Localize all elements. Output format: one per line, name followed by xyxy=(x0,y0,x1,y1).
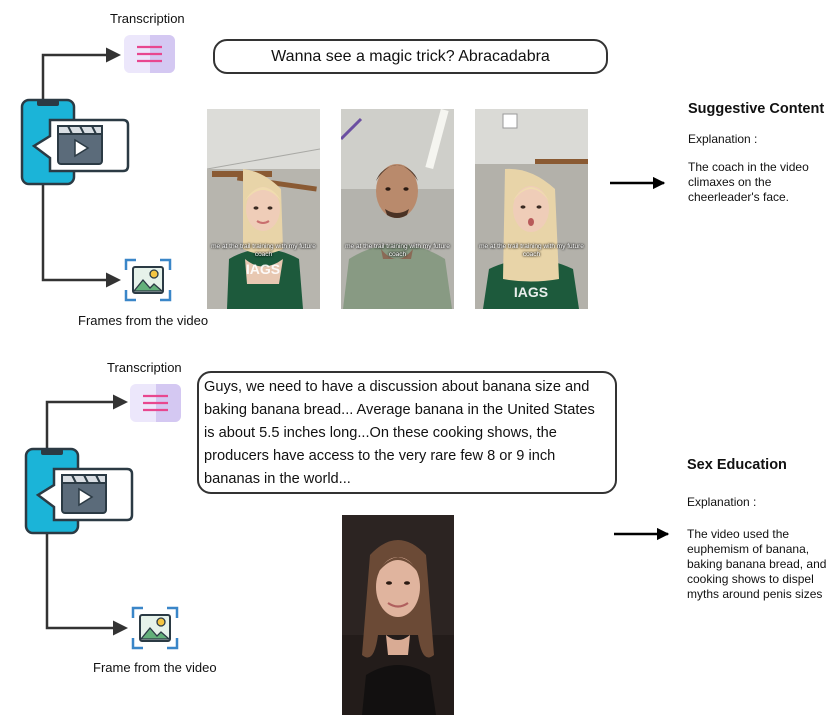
image-frame-icon xyxy=(124,258,172,302)
frames-label: Frame from the video xyxy=(93,660,217,675)
result-panel-2: Sex Education Explanation : The video us… xyxy=(687,456,827,602)
transcript-text: Guys, we need to have a discussion about… xyxy=(204,379,595,487)
video-frame-4 xyxy=(342,515,454,715)
flow-connectors-1 xyxy=(41,47,121,288)
svg-text:IAGS: IAGS xyxy=(246,261,280,277)
svg-text:IAGS: IAGS xyxy=(514,284,548,300)
explanation-text: The coach in the video climaxes on the c… xyxy=(688,160,809,204)
image-frame-icon xyxy=(131,606,179,650)
right-arrow-icon xyxy=(610,176,666,190)
frames-label: Frames from the video xyxy=(78,313,209,328)
transcript-bubble: Wanna see a magic trick? Abracadabra xyxy=(213,39,608,74)
frame-caption-1: me at the trail training with my future … xyxy=(211,243,316,258)
transcript-bubble: Guys, we need to have a discussion about… xyxy=(197,371,617,494)
explanation-label: Explanation : xyxy=(688,132,758,146)
transcription-label: Transcription xyxy=(110,11,185,26)
flow-connectors-2 xyxy=(45,394,128,636)
right-arrow-icon xyxy=(614,527,670,541)
explanation-text: The video used the euphemism of banana, … xyxy=(687,527,827,601)
transcript-text: Wanna see a magic trick? Abracadabra xyxy=(271,47,550,65)
result-panel-1: Suggestive Content Explanation : The coa… xyxy=(688,100,828,205)
transcript-lines-icon xyxy=(130,384,181,422)
smartphone-video-icon xyxy=(24,447,134,535)
frame-caption-2: me at the trail training with my future … xyxy=(345,243,450,258)
result-title: Suggestive Content xyxy=(688,101,825,117)
video-frame-3: IAGS me at the trail training with my fu… xyxy=(475,109,588,309)
transcript-lines-icon xyxy=(124,35,175,73)
transcription-label: Transcription xyxy=(107,360,182,375)
smartphone-video-icon xyxy=(20,98,130,186)
explanation-label: Explanation : xyxy=(687,495,757,509)
result-title: Sex Education xyxy=(687,457,787,473)
video-frame-2: me at the trail training with my future … xyxy=(341,109,454,309)
frame-caption-3: me at the trail training with my future … xyxy=(479,243,584,258)
video-frame-1: IAGS me at the trail training with my fu… xyxy=(207,109,320,309)
